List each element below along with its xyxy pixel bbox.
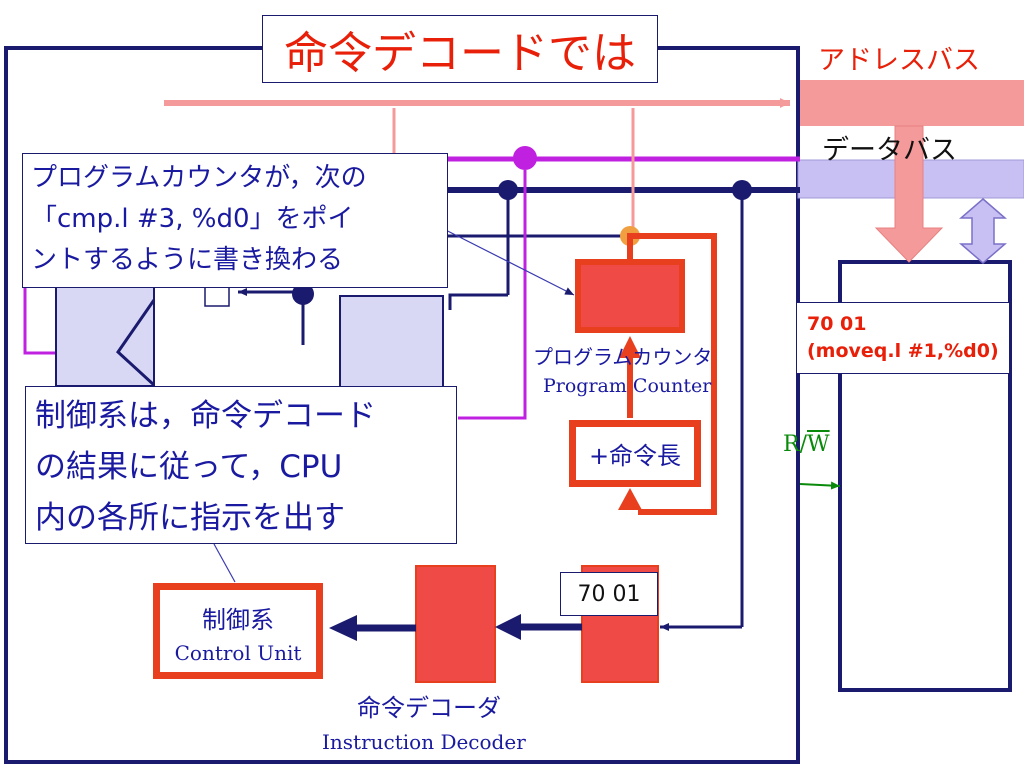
program-counter-label-en: Program Counter — [543, 375, 712, 397]
instruction-register-value: 70 01 — [560, 572, 658, 616]
address-to-memory-arrow — [874, 125, 944, 263]
register-small-box — [204, 285, 230, 307]
program-counter-block — [575, 259, 685, 333]
loop-arrow-up-bottom — [618, 488, 642, 510]
rw-label-prefix: R/ — [783, 432, 807, 457]
control-unit-label-jp: 制御系 — [202, 606, 274, 634]
control-unit-label-en: Control Unit — [174, 641, 302, 665]
pc-increment-loop — [627, 233, 717, 515]
callout-line: の結果に従って，CPU — [35, 449, 343, 485]
rw-signal-arrow — [799, 481, 841, 490]
memory-line-2: (moveq.l #1,%d0) — [807, 340, 999, 362]
junction-dot — [513, 146, 537, 170]
memory-content-box: 70 01 (moveq.l #1,%d0) — [796, 302, 1010, 374]
instruction-decoder-block — [415, 565, 496, 683]
control-callout: 制御系は，命令デコード の結果に従って，CPU 内の各所に指示を出す — [25, 386, 457, 544]
callout-pointer — [213, 543, 236, 583]
address-bus-label: アドレスバス — [818, 45, 980, 76]
instruction-length-increment: +命令長 — [569, 420, 701, 487]
address-bus-block — [800, 80, 1024, 126]
rw-label: R/W — [783, 432, 830, 457]
callout-line: 「cmp.l #3, %d0」をポイ — [31, 204, 354, 234]
data-bidirectional-arrow — [958, 198, 1008, 264]
callout-line: 内の各所に指示を出す — [35, 500, 345, 536]
register-block-left — [55, 285, 156, 387]
control-unit-block: 制御系 Control Unit — [153, 583, 323, 679]
junction-dot — [732, 180, 752, 200]
callout-line: プログラムカウンタが，次の — [31, 163, 367, 193]
instruction-decoder-label-jp: 命令デコーダ — [357, 694, 501, 722]
pc-update-callout: プログラムカウンタが，次の 「cmp.l #3, %d0」をポイ ントするように… — [22, 153, 448, 288]
data-bus-label: データバス — [822, 135, 957, 166]
callout-line: 制御系は，命令デコード — [35, 398, 376, 434]
loop-arrow-up — [619, 336, 641, 358]
memory-line-1: 70 01 — [807, 313, 867, 335]
junction-dot — [498, 180, 518, 200]
callout-line: ントするように書き換わる — [31, 245, 344, 275]
address-bus — [164, 80, 1024, 126]
magenta-wiring — [23, 170, 527, 420]
junction-dot — [292, 283, 314, 305]
slide-title: 命令デコードでは — [262, 15, 658, 83]
instruction-decoder-label-en: Instruction Decoder — [322, 730, 526, 754]
decoder-flow-arrows — [329, 614, 582, 641]
rw-label-overbar: W — [806, 432, 830, 457]
register-block-right — [339, 295, 444, 389]
program-counter-label-jp: プログラムカウンタ — [533, 345, 713, 369]
